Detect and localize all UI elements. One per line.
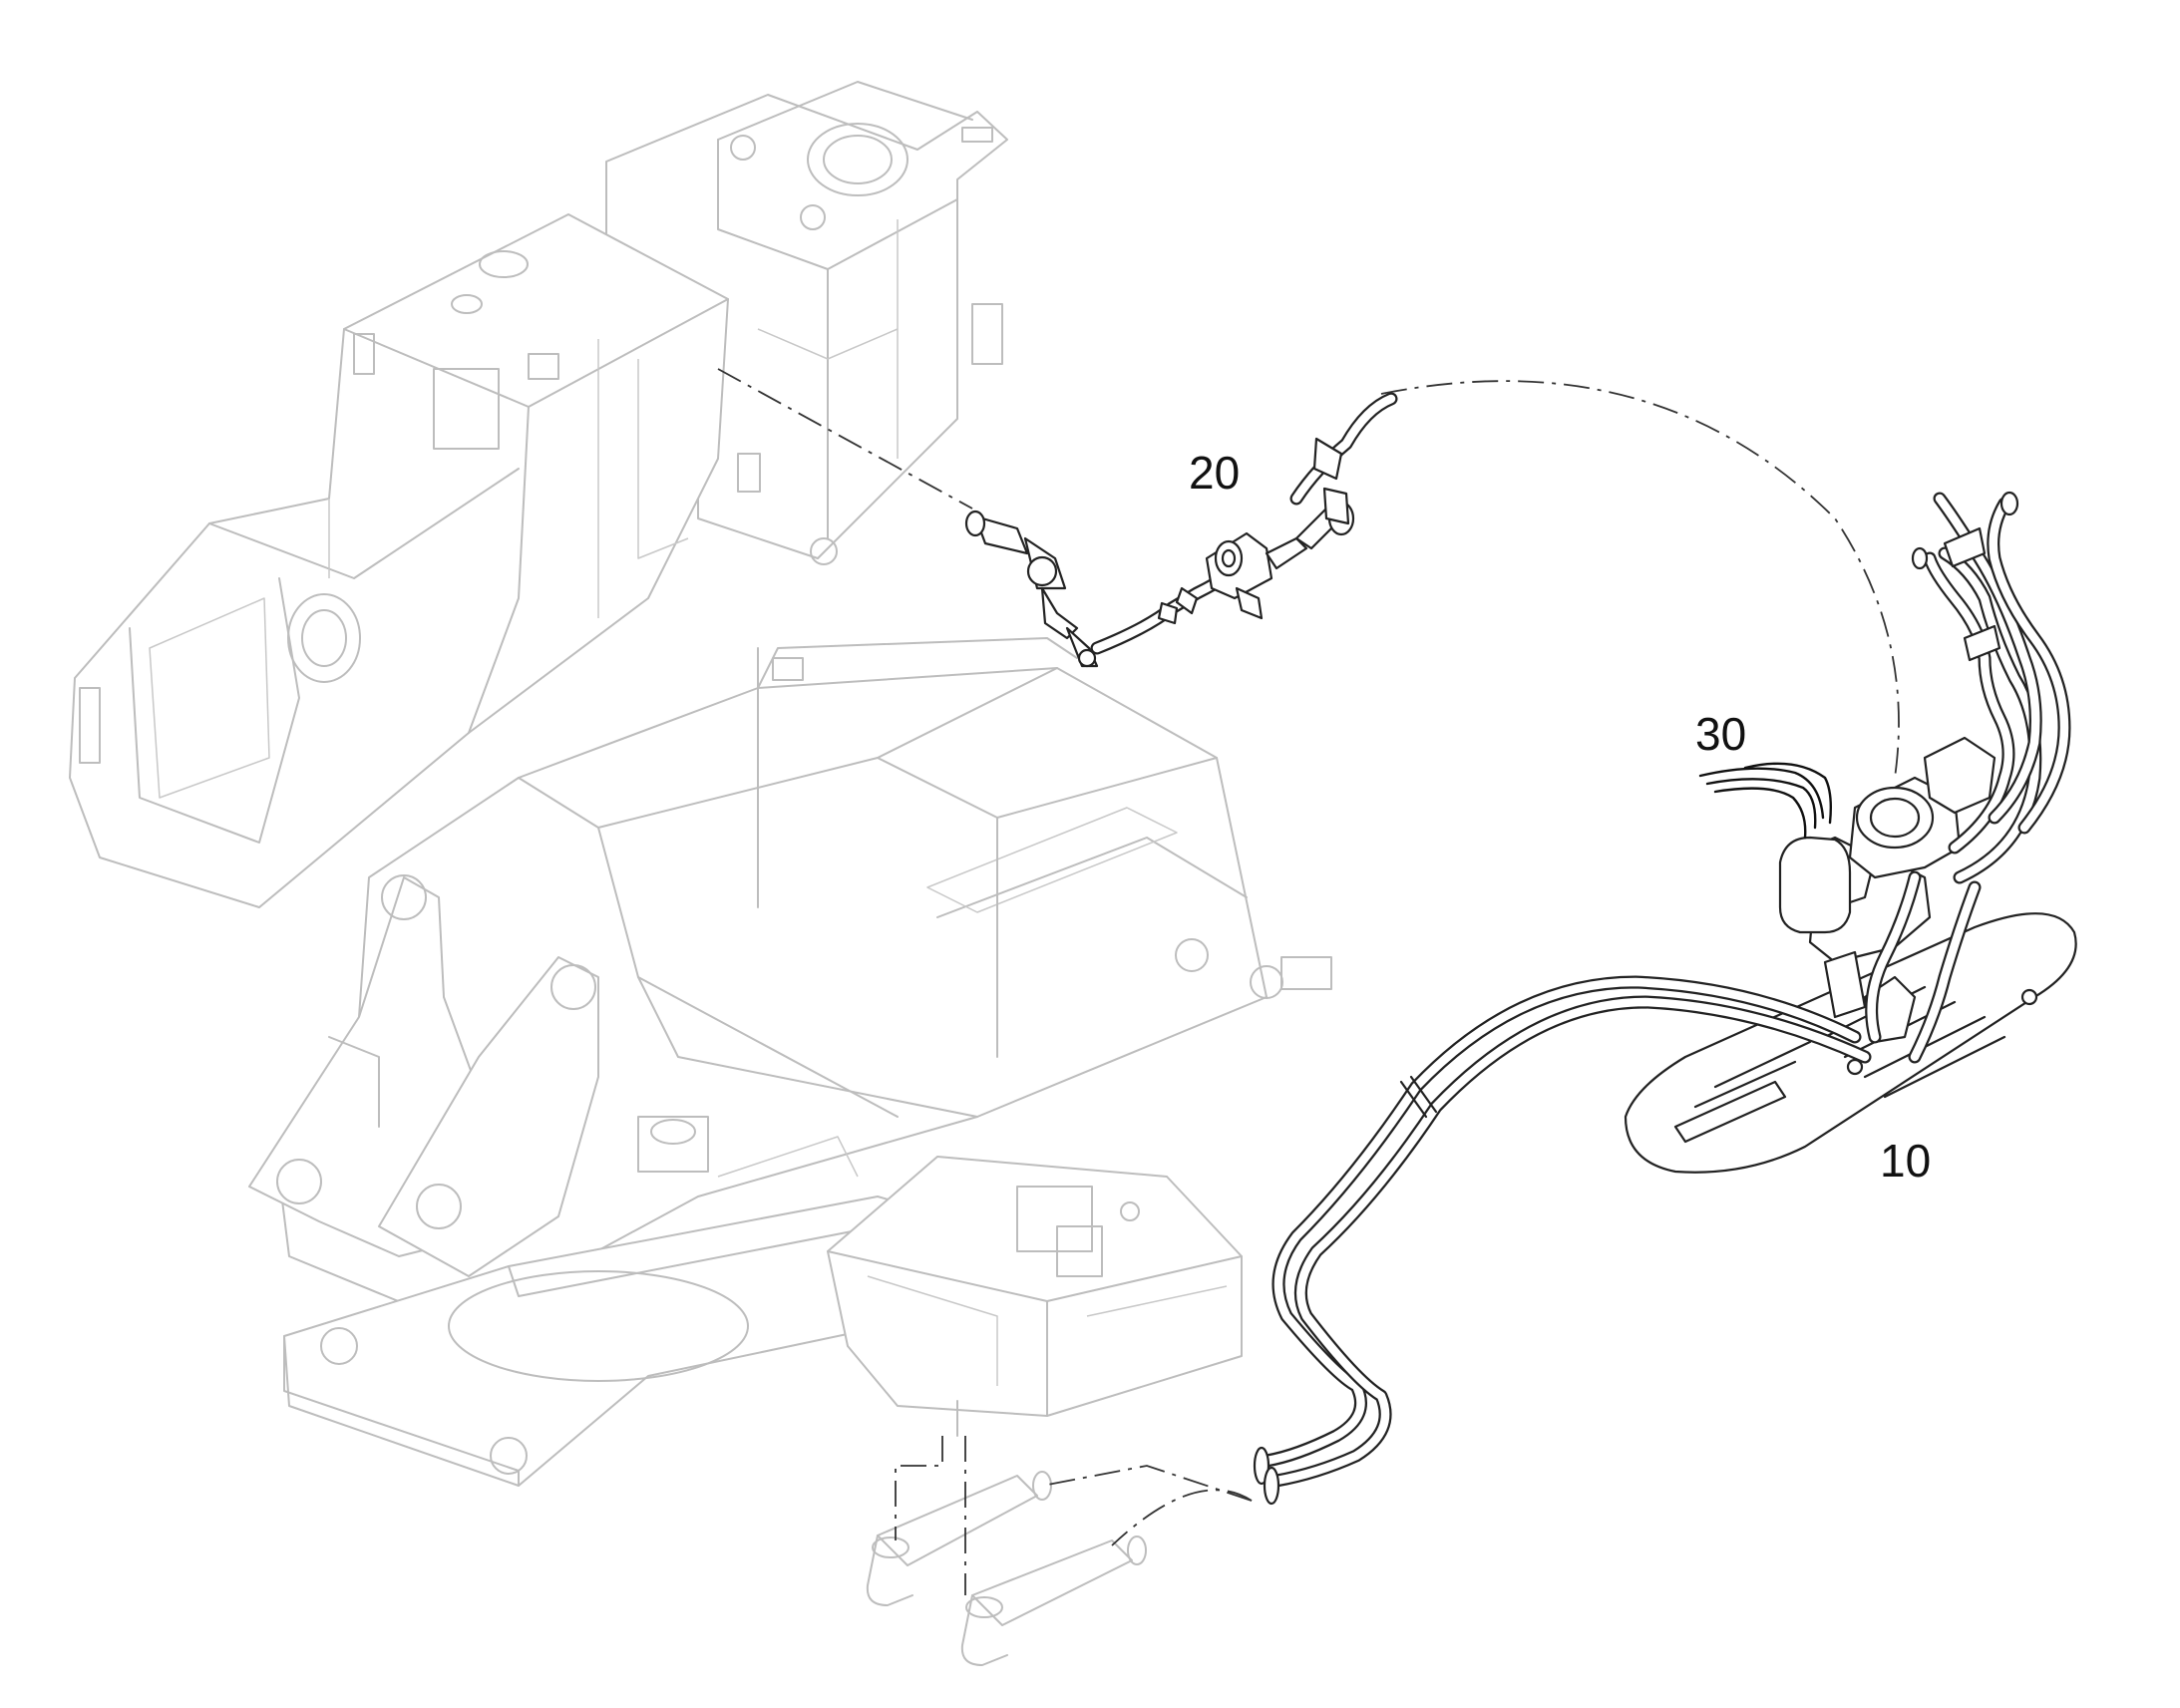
ghosted-machine-assembly	[69, 81, 1332, 1666]
callout-10: 10	[1880, 1135, 1931, 1187]
callout-20: 20	[1189, 447, 1240, 499]
part-10-heater-hose-assembly	[1253, 491, 2077, 1506]
part-30-wiring-harness	[1698, 762, 1833, 840]
lower-duct-pieces	[866, 1471, 1147, 1666]
hvac-unit-box	[827, 1156, 1243, 1437]
callout-30: 30	[1695, 708, 1746, 760]
callout-labels: 20 30 10	[1189, 447, 1931, 1187]
boom-brackets	[248, 874, 599, 1277]
alignment-leaders	[717, 368, 1900, 1595]
cab-body	[69, 213, 729, 908]
part-20-hose-pump-assembly	[964, 392, 1398, 668]
